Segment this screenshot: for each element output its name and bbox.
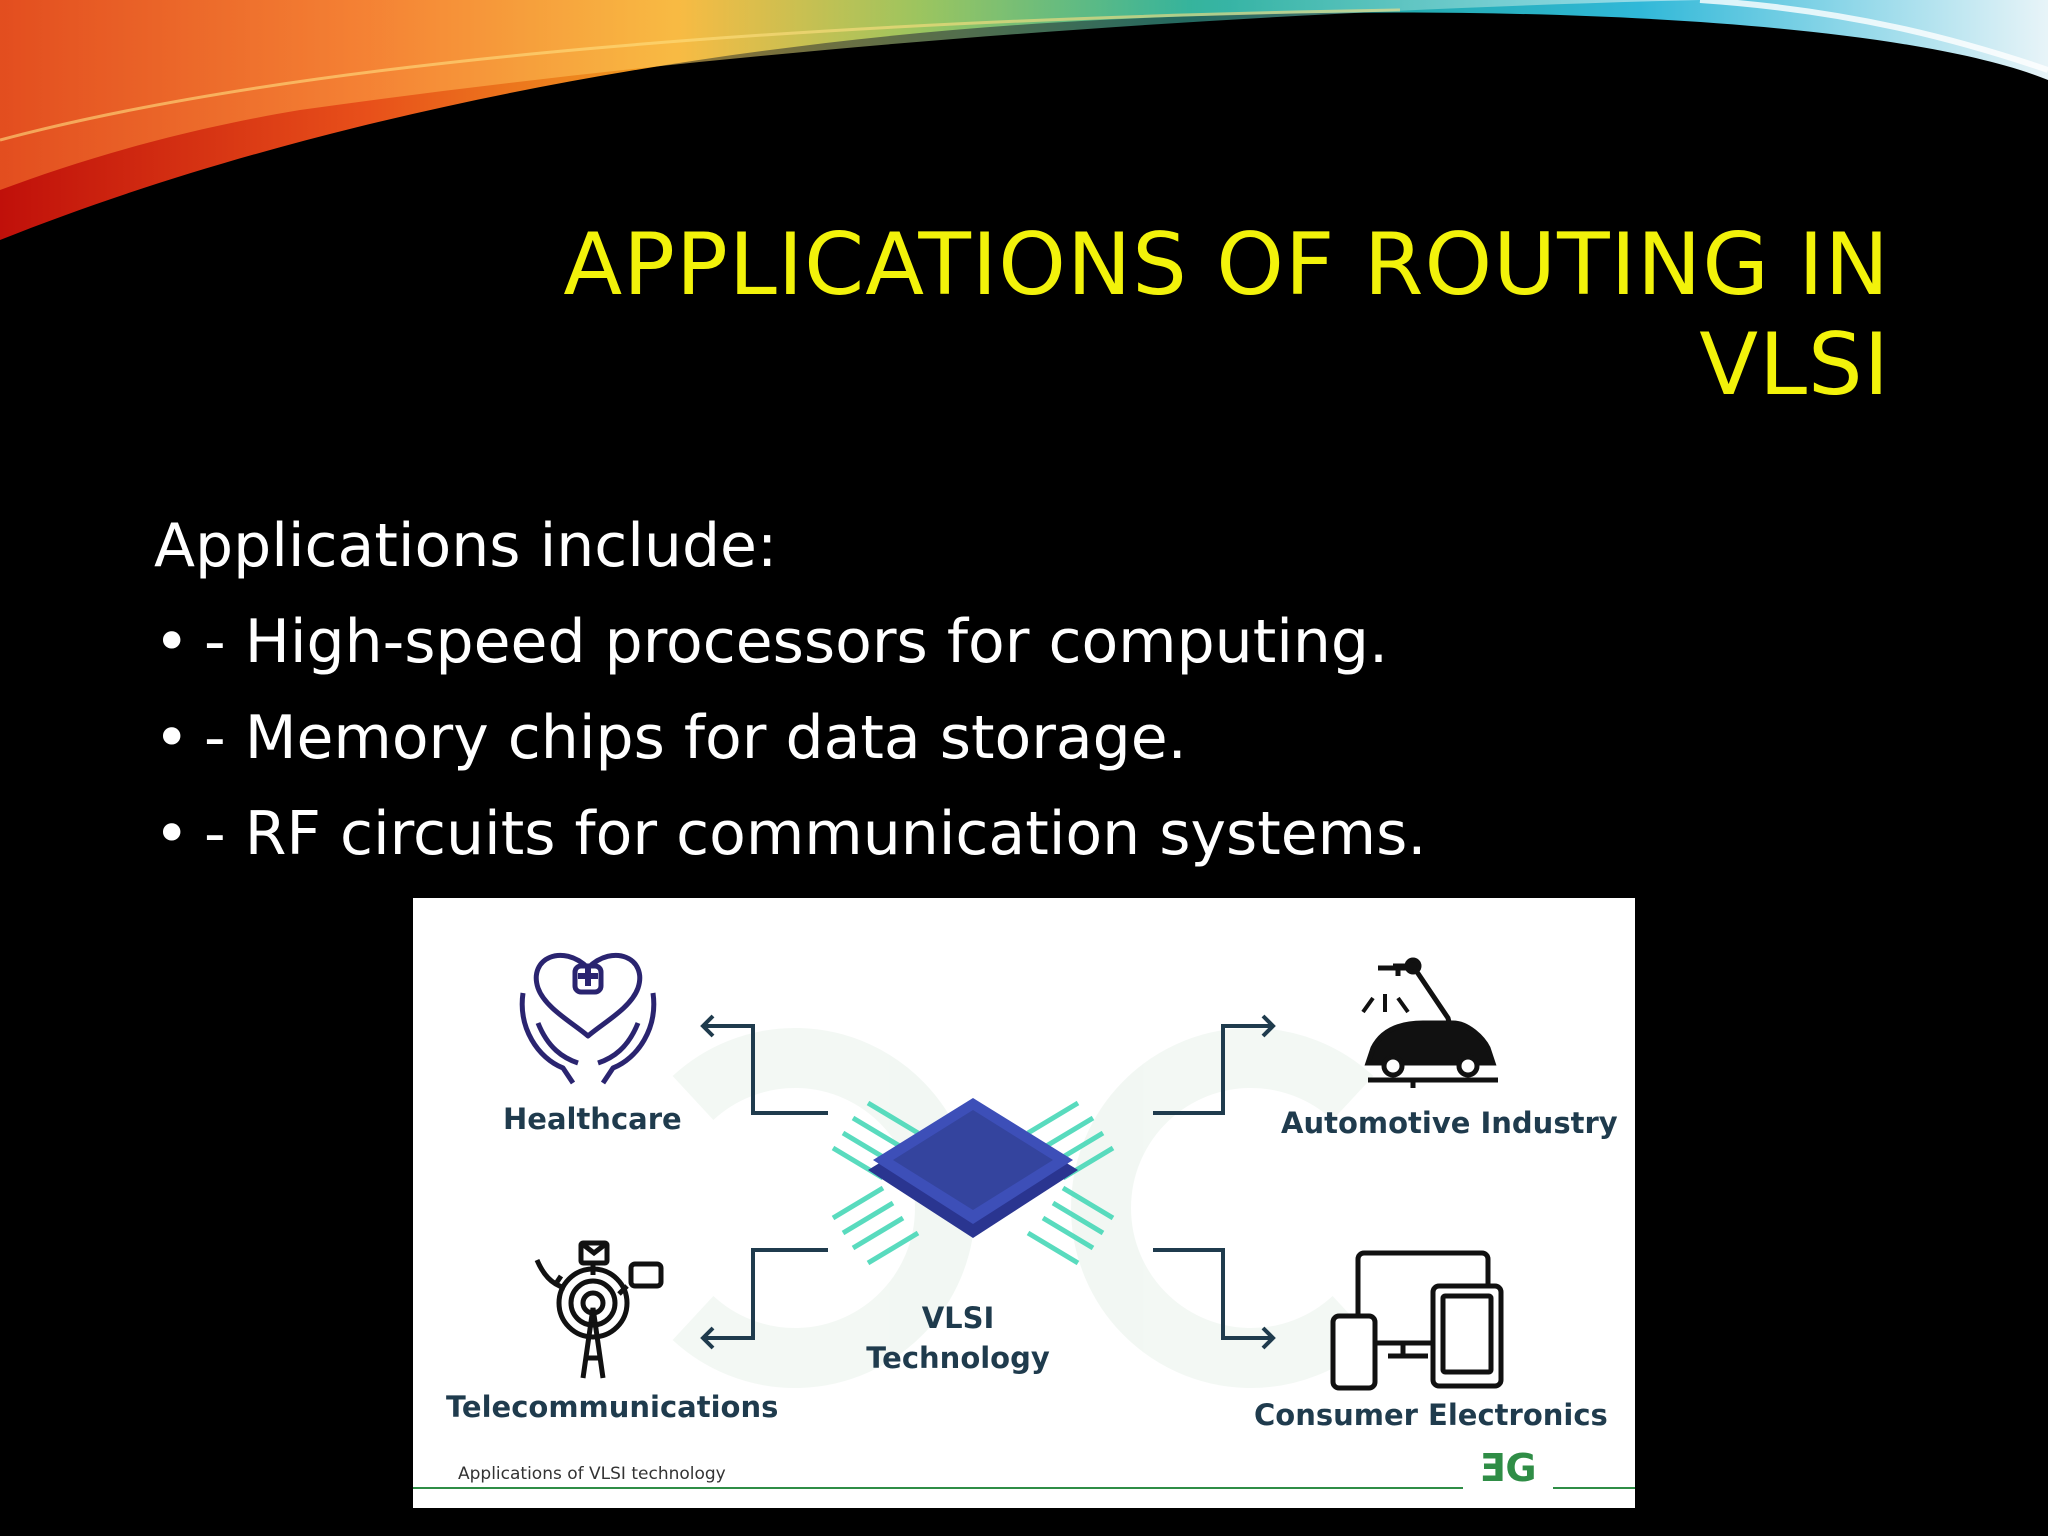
bullet-item: •- RF circuits for communication systems… [154, 786, 1954, 882]
bullet-item: •- Memory chips for data storage. [154, 690, 1954, 786]
slide-title: APPLICATIONS OF ROUTING IN VLSI [390, 215, 1890, 415]
healthcare-label: Healthcare [503, 1102, 682, 1136]
devices-icon [1330, 1250, 1504, 1391]
bullet-text: - High-speed processors for computing. [204, 607, 1389, 677]
connector-arrows [700, 1014, 1276, 1350]
vlsi-technology-label: VLSI Technology [866, 1301, 1050, 1375]
automotive-label: Automotive Industry [1281, 1106, 1618, 1140]
decorative-swoosh [0, 0, 2048, 240]
telecom-label: Telecommunications [446, 1390, 779, 1424]
bullet-dot: • [154, 607, 190, 677]
bullet-item: •- High-speed processors for computing. [154, 594, 1954, 690]
consumer-electronics-label: Consumer Electronics [1254, 1398, 1608, 1432]
figure-caption: Applications of VLSI technology [458, 1464, 726, 1484]
vlsi-applications-figure: Healthcare Automotive Industry Telecommu… [413, 898, 1635, 1508]
slide-body: Applications include: •- High-speed proc… [154, 498, 1954, 882]
figure-graphics [413, 952, 1635, 1489]
intro-text: Applications include: [154, 511, 778, 581]
bullet-dot: • [154, 703, 190, 773]
slide-title-line-2: VLSI [1699, 315, 1890, 415]
bullet-text: - RF circuits for communication systems. [204, 799, 1427, 869]
bullet-text: - Memory chips for data storage. [204, 703, 1187, 773]
bullet-list: •- High-speed processors for computing. … [154, 594, 1954, 882]
heart-hands-icon [519, 952, 657, 1085]
robot-arm-car-icon [1361, 957, 1498, 1088]
telecom-tower-icon [534, 1240, 664, 1379]
chip-icon [831, 1098, 1115, 1266]
brand-logo: ƎG [1463, 1446, 1553, 1490]
bullet-dot: • [154, 799, 190, 869]
slide-title-line-1: APPLICATIONS OF ROUTING IN [563, 215, 1890, 315]
